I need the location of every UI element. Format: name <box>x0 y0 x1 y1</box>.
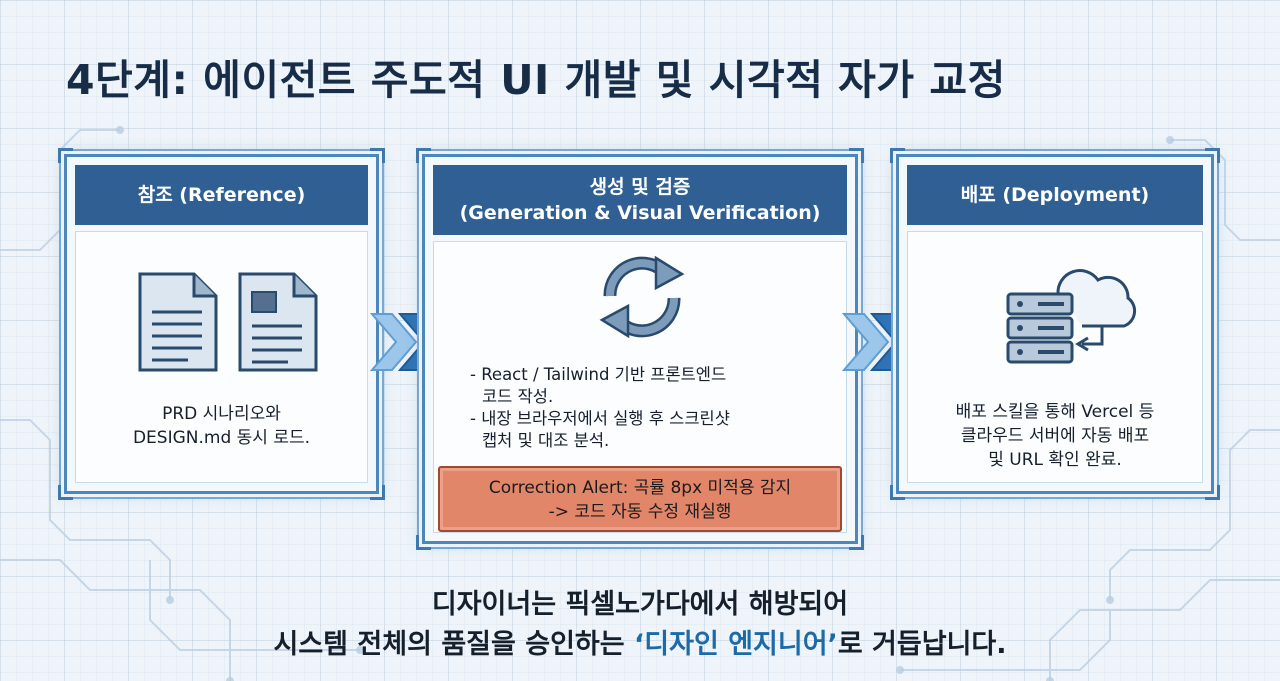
bullet-line: - React / Tailwind 기반 프론트엔드 <box>470 365 727 384</box>
generation-header: 생성 및 검증 (Generation & Visual Verificatio… <box>433 165 847 235</box>
deployment-caption: 배포 스킬을 통해 Vercel 등 클라우드 서버에 자동 배포 및 URL … <box>908 400 1202 472</box>
deployment-body: 배포 스킬을 통해 Vercel 등 클라우드 서버에 자동 배포 및 URL … <box>907 231 1203 483</box>
reference-body: PRD 시나리오와 DESIGN.md 동시 로드. <box>75 231 368 483</box>
reference-header-label: 참조 (Reference) <box>137 184 306 206</box>
reference-caption-line: DESIGN.md 동시 로드. <box>132 428 311 448</box>
corner-bracket <box>370 148 385 163</box>
deployment-header: 배포 (Deployment) <box>907 165 1203 225</box>
corner-bracket <box>416 535 431 550</box>
footer-text-before: 시스템 전체의 품질을 승인하는 <box>273 629 635 660</box>
correction-alert-line: -> 코드 자동 수정 재실행 <box>548 502 732 522</box>
document-icon <box>138 272 218 372</box>
correction-alert: Correction Alert: 곡률 8px 미적용 감지 -> 코드 자동… <box>438 466 842 532</box>
generation-header-subtitle: (Generation & Visual Verification) <box>459 202 821 224</box>
bullet-line: - 내장 브라우저에서 실행 후 스크린샷 <box>470 409 730 428</box>
corner-bracket <box>849 148 864 163</box>
generation-bullets: - React / Tailwind 기반 프론트엔드 코드 작성. - 내장 … <box>470 364 830 452</box>
document-image-icon <box>238 272 318 372</box>
corner-bracket <box>416 148 431 163</box>
deployment-header-label: 배포 (Deployment) <box>960 184 1150 206</box>
corner-bracket <box>1205 148 1220 163</box>
deployment-panel: 배포 (Deployment) 배포 스킬을 통해 Vercel 등 클라우드 … <box>890 148 1220 500</box>
footer-text-after: 로 거듭납니다. <box>837 629 1007 660</box>
reference-panel: 참조 (Reference) PRD 시나리오와 DESIGN.md 동시 로드… <box>58 148 385 500</box>
refresh-cycle-icon <box>599 255 685 339</box>
corner-bracket <box>890 148 905 163</box>
corner-bracket <box>849 535 864 550</box>
reference-header: 참조 (Reference) <box>75 165 368 225</box>
deployment-caption-line: 배포 스킬을 통해 Vercel 등 <box>955 402 1155 422</box>
bullet-line: 캡처 및 대조 분석. <box>482 431 610 450</box>
reference-caption-line: PRD 시나리오와 <box>162 404 281 424</box>
footer-line1: 디자이너는 픽셀노가다에서 해방되어 <box>431 589 849 620</box>
deployment-caption-line: 클라우드 서버에 자동 배포 <box>960 426 1150 446</box>
corner-bracket <box>890 485 905 500</box>
deployment-caption-line: 및 URL 확인 완료. <box>988 450 1122 470</box>
corner-bracket <box>58 485 73 500</box>
correction-alert-line: Correction Alert: 곡률 8px 미적용 감지 <box>488 478 792 498</box>
bullet-line: 코드 작성. <box>482 387 554 406</box>
footer-line2: 시스템 전체의 품질을 승인하는 ‘디자인 엔지니어’로 거듭납니다. <box>0 622 1280 661</box>
footer-highlight: ‘디자인 엔지니어’ <box>634 629 838 660</box>
corner-bracket <box>1205 485 1220 500</box>
reference-caption: PRD 시나리오와 DESIGN.md 동시 로드. <box>76 402 367 450</box>
page-title: 4단계: 에이전트 주도적 UI 개발 및 시각적 자가 교정 <box>66 56 1006 104</box>
server-cloud-icon <box>1006 269 1137 364</box>
corner-bracket <box>58 148 73 163</box>
corner-bracket <box>370 485 385 500</box>
generation-header-title: 생성 및 검증 <box>589 176 691 198</box>
